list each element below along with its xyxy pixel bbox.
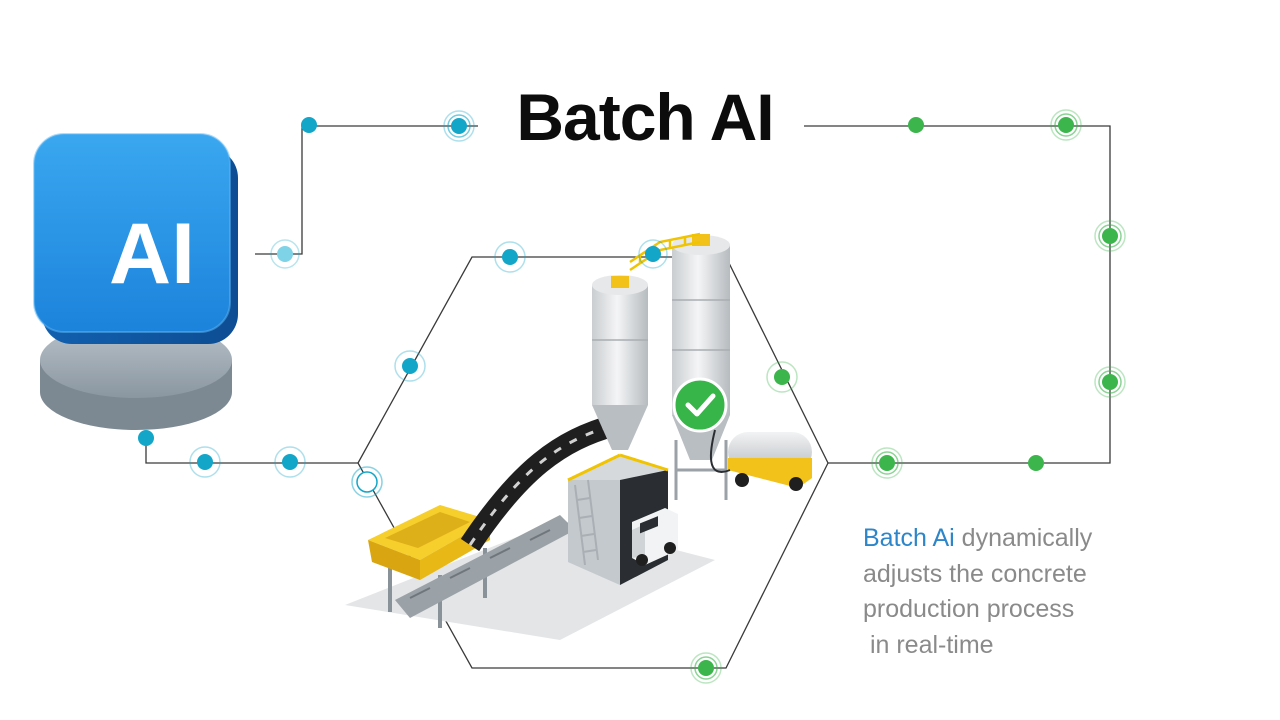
- node: [1094, 366, 1126, 398]
- tanker-illustration: [709, 429, 812, 491]
- page-title: Batch AI: [516, 80, 774, 154]
- node: [871, 447, 903, 479]
- circuit-line-bottom-left: [145, 438, 358, 464]
- node: [351, 466, 383, 498]
- circuit-line-right: [804, 125, 1111, 464]
- green-nodes: [690, 109, 1126, 684]
- description-line-1-rest: dynamically: [954, 524, 1093, 552]
- ai-block-label: AI: [109, 206, 195, 302]
- node: [274, 446, 306, 478]
- description-line-1: Batch Ai dynamically: [863, 521, 1193, 557]
- circuit-line-top-left: [255, 125, 478, 255]
- concrete-batching-plant-illustration: [345, 232, 812, 640]
- description-line-3: production process: [863, 595, 1075, 623]
- node: [690, 652, 722, 684]
- node: [189, 446, 221, 478]
- teal-nodes: [138, 110, 668, 498]
- node: [270, 239, 300, 269]
- node: [301, 117, 317, 133]
- node: [138, 430, 154, 446]
- node: [494, 241, 526, 273]
- ai-chip-icon: AI: [33, 133, 238, 430]
- node: [394, 350, 426, 382]
- description-text: Batch Ai dynamically adjusts the concret…: [863, 521, 1193, 663]
- node: [1050, 109, 1082, 141]
- description-highlight: Batch Ai: [863, 524, 955, 552]
- node: [1028, 455, 1044, 471]
- check-circle-icon: [672, 377, 728, 433]
- node: [908, 117, 924, 133]
- node: [638, 239, 668, 269]
- node: [1094, 220, 1126, 252]
- description-line-2: adjusts the concrete: [863, 559, 1087, 588]
- node: [766, 361, 798, 393]
- description-line-4: in real-time: [863, 630, 994, 659]
- node: [443, 110, 475, 142]
